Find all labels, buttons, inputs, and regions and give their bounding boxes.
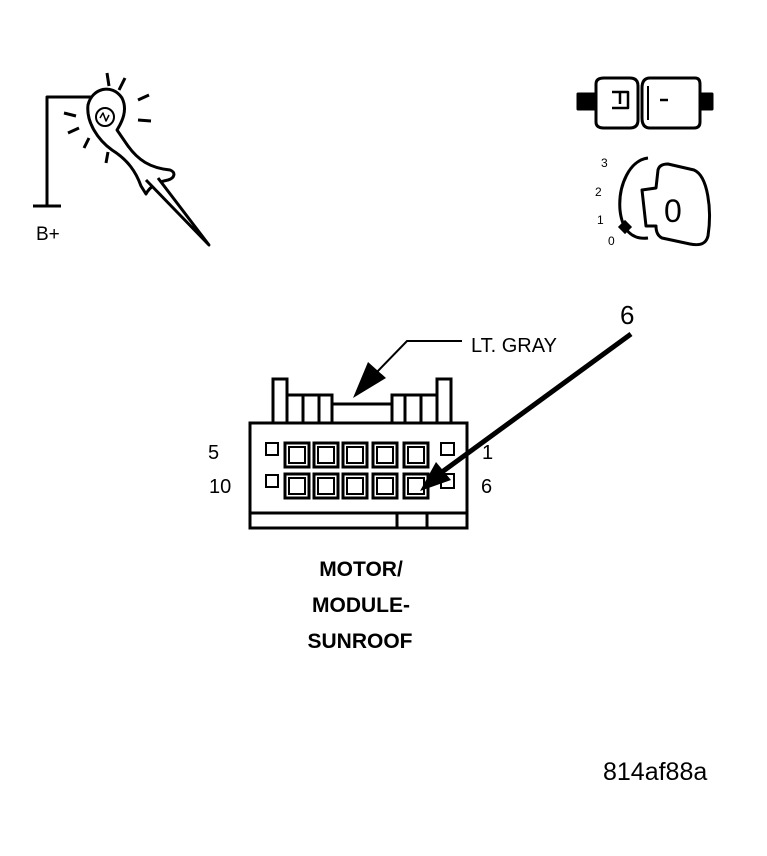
connector-disconnect-icon — [576, 76, 714, 130]
figure-id: 814af88a — [603, 758, 707, 786]
pin-callout-arrow — [420, 331, 633, 491]
wire-color-leader — [353, 340, 462, 398]
pin-label-6: 6 — [481, 476, 492, 498]
pin-label-1: 1 — [482, 442, 493, 464]
ignition-position-3: 3 — [601, 156, 608, 170]
connector-name-line-2: MODULE- — [312, 594, 410, 617]
connector-name-line-3: SUNROOF — [308, 630, 413, 653]
pin-cavity-row-top — [283, 441, 430, 469]
connector-name-line-1: MOTOR/ — [319, 558, 403, 581]
ignition-position-0: 0 — [608, 234, 615, 248]
ignition-position-1: 1 — [597, 213, 604, 227]
pin-cavity-row-bottom — [283, 472, 430, 500]
test-light-icon — [33, 72, 211, 247]
wire-color-label: LT. GRAY — [471, 335, 557, 357]
connector-pin-cavities — [283, 441, 430, 500]
ignition-position-2: 2 — [595, 185, 602, 199]
b-plus-label: B+ — [36, 224, 60, 245]
pin-label-10: 10 — [209, 476, 231, 498]
ignition-key-icon — [617, 156, 711, 247]
pin-callout-label: 6 — [620, 300, 634, 330]
pin-label-5: 5 — [208, 442, 219, 464]
key-position-0-label: 0 — [664, 193, 682, 229]
